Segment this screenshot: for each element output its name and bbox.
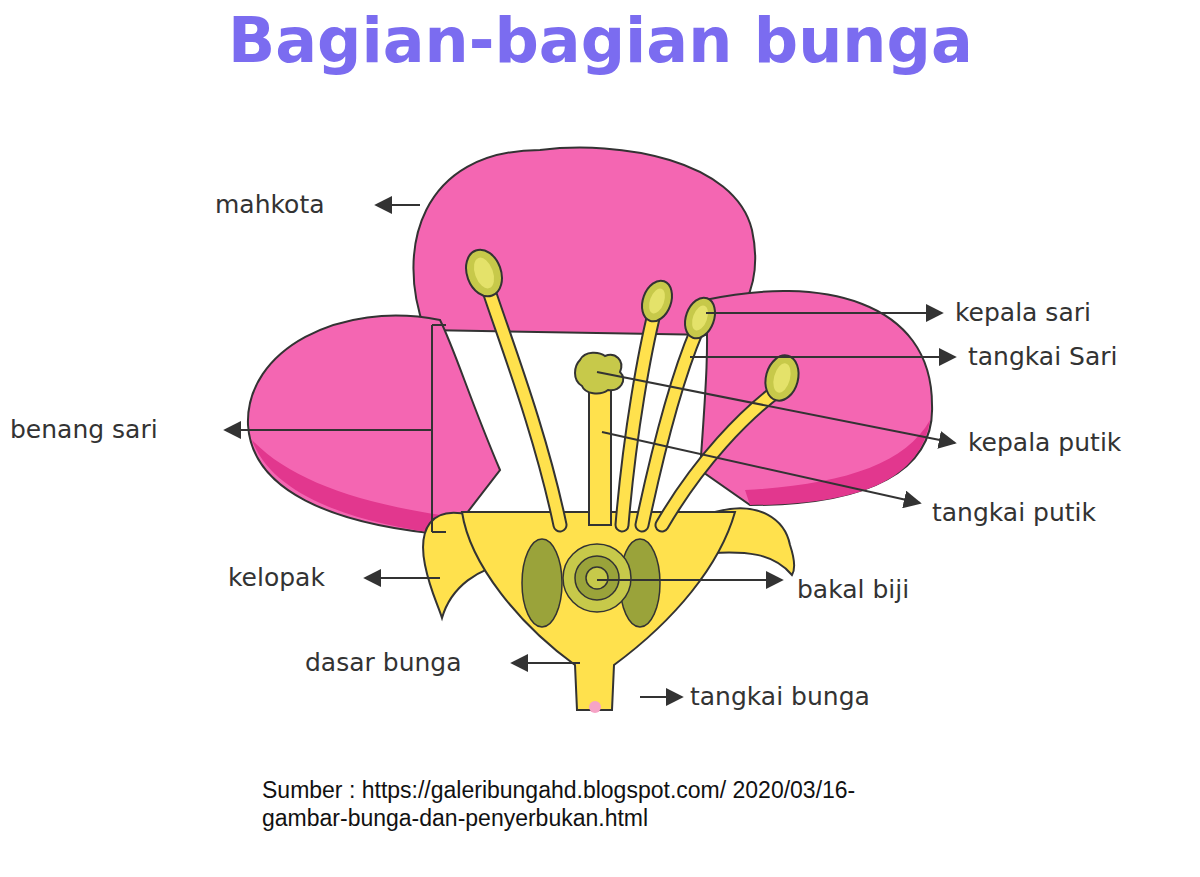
part-label: dasar bunga <box>305 648 462 678</box>
part-label: mahkota <box>215 190 325 220</box>
part-label: benang sari <box>10 415 158 445</box>
part-label: tangkai bunga <box>690 682 870 712</box>
source-caption: Sumber : https://galeribungahd.blogspot.… <box>262 776 902 832</box>
part-label: tangkai Sari <box>968 342 1118 372</box>
part-label: kepala putik <box>968 428 1121 458</box>
part-label: tangkai putik <box>932 498 1096 528</box>
page-title: Bagian-bagian bunga <box>228 4 973 77</box>
part-label: kepala sari <box>955 298 1091 328</box>
part-label: bakal biji <box>797 575 909 605</box>
part-label: kelopak <box>228 563 325 593</box>
